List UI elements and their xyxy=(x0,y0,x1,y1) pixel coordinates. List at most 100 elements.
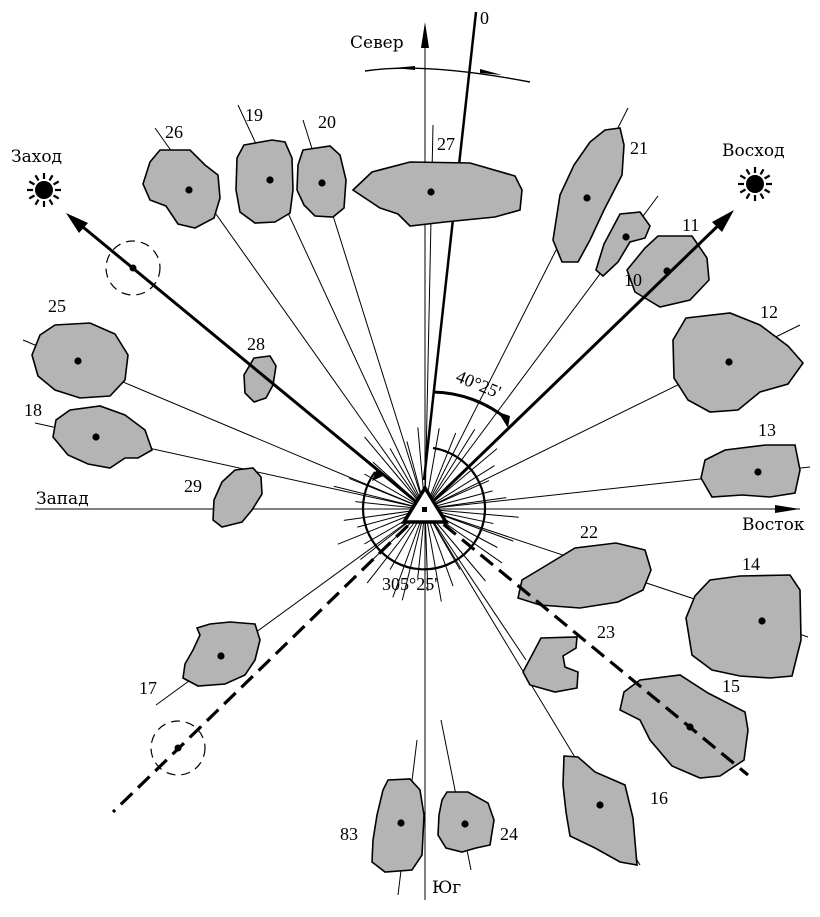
missing-stone-dot xyxy=(129,264,137,272)
stone-label-83: 83 xyxy=(340,824,358,844)
stone-label-20: 20 xyxy=(318,112,336,132)
sun-ray xyxy=(34,198,40,206)
west-label: Запад xyxy=(36,489,89,509)
south-label: Юг xyxy=(432,878,461,898)
solstice-lines xyxy=(66,210,750,814)
sun-ray xyxy=(759,168,765,176)
stones xyxy=(31,127,805,873)
angle-arcs xyxy=(361,390,510,571)
east-label: Восток xyxy=(742,515,805,535)
winter-sunset-line xyxy=(423,507,750,777)
observation-point xyxy=(400,484,450,524)
sun-ray xyxy=(28,194,36,200)
stone-19 xyxy=(235,139,294,224)
sun-disc xyxy=(35,181,53,199)
stone-26 xyxy=(142,149,221,229)
theodolite-triangle-icon xyxy=(400,484,450,524)
missing-stone-northwest xyxy=(105,240,161,296)
sunset-angle-circle xyxy=(361,446,487,571)
sun-ray xyxy=(52,194,60,200)
sun-ray xyxy=(52,180,60,186)
radial-tick xyxy=(424,429,476,510)
sun-ray xyxy=(745,168,751,176)
stone-label-19: 19 xyxy=(245,105,263,125)
center-point xyxy=(422,507,427,512)
sunrise-label: Восход xyxy=(722,141,785,161)
radial-tick xyxy=(364,436,426,510)
radial-tick xyxy=(424,508,442,602)
sunset-arrow-icon xyxy=(66,213,88,233)
stone-label-23: 23 xyxy=(597,622,615,642)
stone-label-12: 12 xyxy=(760,302,778,322)
north-label: Север xyxy=(350,33,404,53)
stone-center-dot xyxy=(583,194,591,202)
sun-disc xyxy=(746,175,764,193)
cardinal-axes xyxy=(35,11,800,900)
stone-center-dot xyxy=(596,801,604,809)
stone-center-dot xyxy=(266,176,274,184)
circle-arrow-icon xyxy=(372,468,383,481)
east-arrow-icon xyxy=(775,505,800,513)
stone-label-22: 22 xyxy=(580,522,598,542)
stone-center-dot xyxy=(397,819,405,827)
stone-29 xyxy=(212,467,263,528)
winter-sunrise-line xyxy=(111,507,427,814)
stone-label-28: 28 xyxy=(247,334,265,354)
zero-meridian-line xyxy=(422,11,478,481)
stone-10 xyxy=(595,211,651,278)
sun-ray xyxy=(763,188,771,194)
sun-ray xyxy=(739,188,747,194)
arc-arrow-right-icon xyxy=(480,69,502,75)
stone-center-dot xyxy=(622,233,630,241)
stone-15 xyxy=(619,674,749,779)
stone-centers xyxy=(74,176,766,828)
stone-27 xyxy=(351,161,523,227)
stone-16 xyxy=(562,755,638,866)
stone-83 xyxy=(371,778,425,873)
stone-label-15: 15 xyxy=(722,676,740,696)
arc-arrow-left-icon xyxy=(393,66,415,70)
sun-ray xyxy=(28,180,36,186)
sun-ray xyxy=(48,174,54,182)
stone-label-25: 25 xyxy=(48,296,66,316)
stone-label-29: 29 xyxy=(184,476,202,496)
stone-18 xyxy=(52,405,153,469)
zero-label: 0 xyxy=(480,8,489,28)
sun-ray xyxy=(763,174,771,180)
sight-line-23 xyxy=(424,508,527,661)
stone-12 xyxy=(672,312,805,413)
stone-center-dot xyxy=(758,617,766,625)
stone-label-27: 27 xyxy=(437,134,455,154)
sun-ray xyxy=(34,174,40,182)
sun-ray xyxy=(759,192,765,200)
sunrise-azimuth-line xyxy=(423,216,728,511)
stone-center-dot xyxy=(754,468,762,476)
stone-13 xyxy=(700,444,801,498)
stone-center-dot xyxy=(461,820,469,828)
stone-center-dot xyxy=(74,357,82,365)
sunset-sun-icon xyxy=(27,173,61,207)
stone-label-21: 21 xyxy=(630,138,648,158)
angle-arrow-icon xyxy=(498,412,510,428)
sunset-label: Заход xyxy=(11,147,62,167)
stone-center-dot xyxy=(318,179,326,187)
stone-22 xyxy=(517,542,652,609)
stone-center-dot xyxy=(217,652,225,660)
stone-center-dot xyxy=(427,188,435,196)
north-arrow-icon xyxy=(421,22,429,48)
stone-label-13: 13 xyxy=(758,420,776,440)
stone-label-10: 10 xyxy=(624,270,642,290)
stone-label-14: 14 xyxy=(742,554,760,574)
stone-label-17: 17 xyxy=(139,678,157,698)
declination-arc xyxy=(364,67,531,83)
stone-label-11: 11 xyxy=(682,215,699,235)
stone-center-dot xyxy=(185,186,193,194)
stone-14 xyxy=(685,574,802,679)
sunset-angle-label: 305°25' xyxy=(382,574,437,594)
stone-label-18: 18 xyxy=(24,400,42,420)
stone-label-24: 24 xyxy=(500,824,518,844)
sun-ray xyxy=(48,198,54,206)
stone-23 xyxy=(522,636,579,693)
sun-ray xyxy=(745,192,751,200)
